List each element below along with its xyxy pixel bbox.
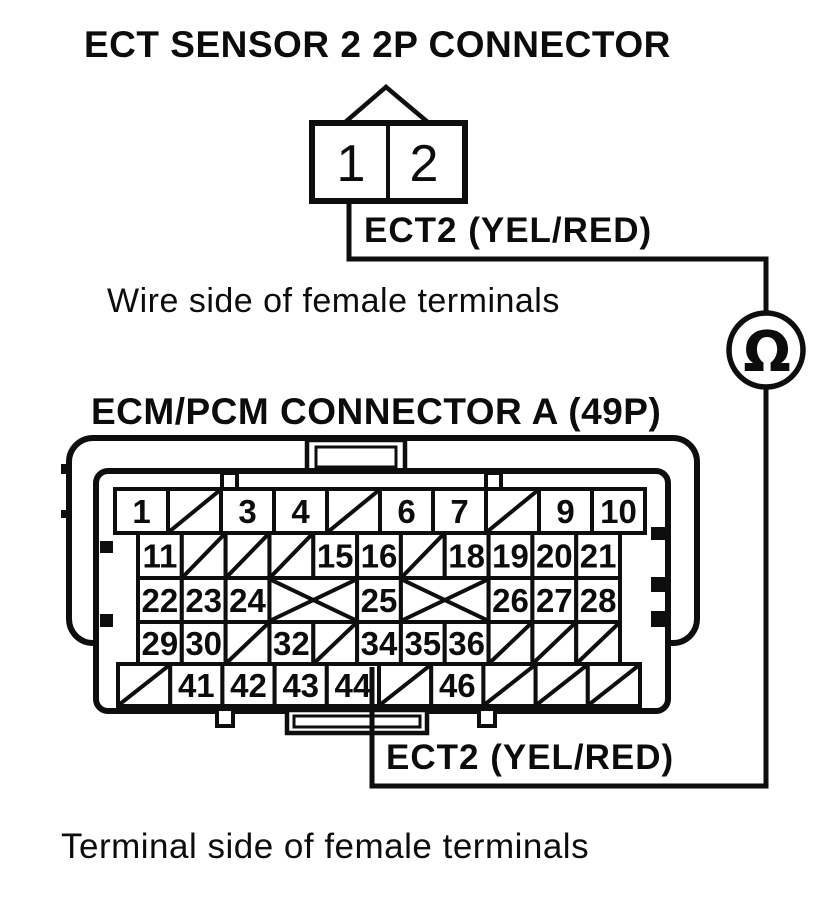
diagonal-mark [167, 488, 222, 534]
pin-number: 24 [229, 582, 266, 619]
top-key [484, 471, 503, 491]
diagonal-mark [586, 663, 641, 707]
wire-label-bottom: ECT2 (YEL/RED) [386, 738, 675, 777]
pin-number: 35 [404, 625, 441, 662]
pin-number: 27 [536, 582, 573, 619]
pin-number: 36 [448, 625, 485, 662]
test-wires: Ω [346, 201, 806, 789]
pin-number: 41 [178, 667, 215, 704]
pin-number: 26 [492, 582, 529, 619]
pin-number: 22 [142, 582, 179, 619]
wire-bottom-run [369, 388, 769, 789]
pin-number: 10 [600, 493, 637, 530]
pin-number: 3 [238, 493, 256, 530]
pin-cell [136, 531, 184, 580]
shell-nub [61, 510, 69, 518]
wire-label-top: ECT2 (YEL/RED) [364, 211, 653, 250]
side-nub [651, 577, 665, 592]
pin-number: 6 [397, 493, 415, 530]
caption-wire-side: Wire side of female terminals [107, 282, 560, 320]
side-nub [100, 614, 113, 627]
shell-nub [61, 464, 69, 474]
pin-cell [219, 487, 276, 535]
pin-cell [220, 662, 277, 708]
pin-number: 4 [291, 493, 310, 530]
pin-number: 20 [536, 538, 573, 575]
pin-number: 42 [230, 667, 267, 704]
diagonal-mark [180, 532, 227, 579]
pin-cell [574, 531, 623, 580]
bottom-key [215, 707, 235, 728]
side-nub [651, 611, 665, 627]
title-ect-sensor-connector: ECT SENSOR 2 2P CONNECTOR [84, 24, 671, 65]
2p-pin-2: 2 [410, 135, 439, 193]
diagonal-mark [268, 532, 315, 579]
pin-cell [355, 620, 403, 666]
pin-number: 1 [132, 493, 150, 530]
pin-number: 34 [361, 625, 398, 662]
ohmmeter-circle [726, 310, 806, 390]
pin-cell [429, 662, 486, 708]
pin-number: 46 [439, 667, 476, 704]
bottom-key [477, 707, 497, 728]
ect-sensor-2p-connector: 1 2 [309, 84, 468, 204]
side-nub [100, 541, 113, 553]
pin-number: 15 [317, 538, 354, 575]
diagonal-mark [224, 532, 271, 579]
diagonal-mark [378, 663, 433, 707]
pin-number: 30 [185, 625, 222, 662]
diagonal-mark [487, 621, 534, 665]
pin-number: 19 [492, 538, 529, 575]
side-nub [651, 527, 665, 540]
pin-number: 7 [450, 493, 468, 530]
ohm-symbol: Ω [743, 320, 791, 385]
diagonal-mark [268, 577, 358, 623]
pin-number: 32 [273, 625, 310, 662]
ecm-bottom-features [215, 707, 497, 736]
pin-number: 23 [185, 582, 222, 619]
pin-number: 21 [580, 538, 617, 575]
connector-lock-triangle [336, 84, 437, 127]
pin-cell [574, 576, 623, 624]
wire-top-run [346, 201, 769, 313]
diagonal-mark [531, 621, 578, 665]
pin-cell [272, 662, 329, 708]
pin-cell [168, 662, 225, 708]
pin-number: 43 [282, 667, 319, 704]
pin-number: 18 [448, 538, 485, 575]
pin-number: 44 [335, 667, 372, 704]
2p-pin-1: 1 [337, 135, 366, 193]
top-key [220, 471, 239, 491]
ecm-top-tab-inner [314, 445, 398, 469]
title-ecm-connector: ECM/PCM CONNECTOR A (49P) [91, 391, 662, 432]
caption-terminal-side: Terminal side of female terminals [61, 827, 590, 866]
ecm-bottom-tab [284, 707, 430, 736]
diagonal-mark [400, 532, 446, 579]
pin-number: 16 [361, 538, 398, 575]
diagonal-mark [482, 663, 537, 707]
diagonal-mark [224, 621, 271, 665]
diagonal-mark [312, 621, 358, 665]
diagonal-mark [575, 621, 621, 665]
pin-number: 28 [580, 582, 617, 619]
diagonal-mark [534, 663, 589, 707]
diagonal-mark [400, 577, 490, 623]
pin-cell [530, 531, 579, 580]
diagonal-mark [485, 488, 540, 534]
diagonal-mark [117, 663, 172, 707]
pin-number: 9 [556, 493, 574, 530]
pin-number: 25 [361, 582, 398, 619]
ecm-bottom-tab-inner [292, 714, 422, 729]
pin-number: 29 [142, 625, 179, 662]
diagonal-mark [326, 488, 381, 534]
pin-number: 11 [142, 538, 177, 575]
pin-cell [355, 531, 403, 580]
